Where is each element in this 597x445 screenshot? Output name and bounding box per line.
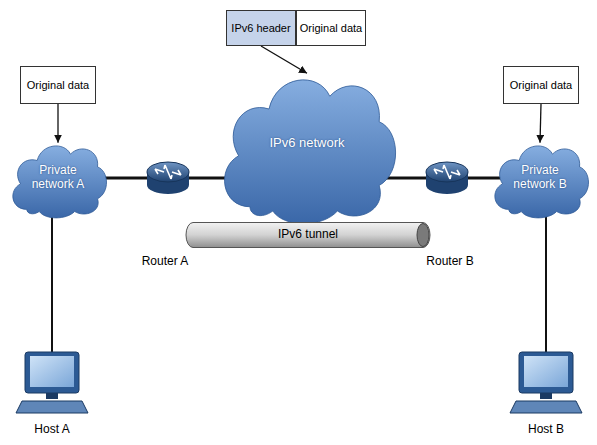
- network-cloud: Private network A: [6, 135, 110, 220]
- network-cloud: Private network B: [488, 135, 592, 220]
- host-computer: [16, 352, 88, 413]
- router-icon: [147, 162, 189, 194]
- node-text: IPv6 tunnel: [278, 228, 338, 242]
- network-cloud: IPv6 network: [212, 58, 402, 228]
- header-cell: IPv6 header: [226, 10, 296, 46]
- host-link: [545, 205, 547, 352]
- flow-arrow: [261, 46, 307, 73]
- node-text: Original data: [510, 79, 572, 92]
- host-label: Host B: [528, 422, 564, 436]
- node-text: Private network A: [28, 164, 88, 192]
- node-text: Original data: [27, 79, 89, 92]
- node-text: IPv6 header: [231, 22, 290, 35]
- tunnel-cylinder: IPv6 tunnel: [186, 222, 430, 248]
- router-label: Router B: [426, 254, 473, 268]
- payload-cell: Original data: [296, 10, 366, 46]
- data-box: Original data: [503, 66, 579, 104]
- router-label: Router A: [142, 254, 189, 268]
- host-computer: [510, 352, 582, 413]
- flow-arrow: [57, 104, 58, 143]
- node-text: Private network B: [510, 164, 570, 192]
- flow-arrow: [540, 104, 541, 143]
- router-icon: [426, 162, 468, 194]
- node-text: IPv6 network: [269, 136, 344, 151]
- host-label: Host A: [34, 422, 69, 436]
- data-box: Original data: [20, 66, 96, 104]
- host-link: [51, 205, 53, 352]
- node-text: Original data: [300, 22, 362, 35]
